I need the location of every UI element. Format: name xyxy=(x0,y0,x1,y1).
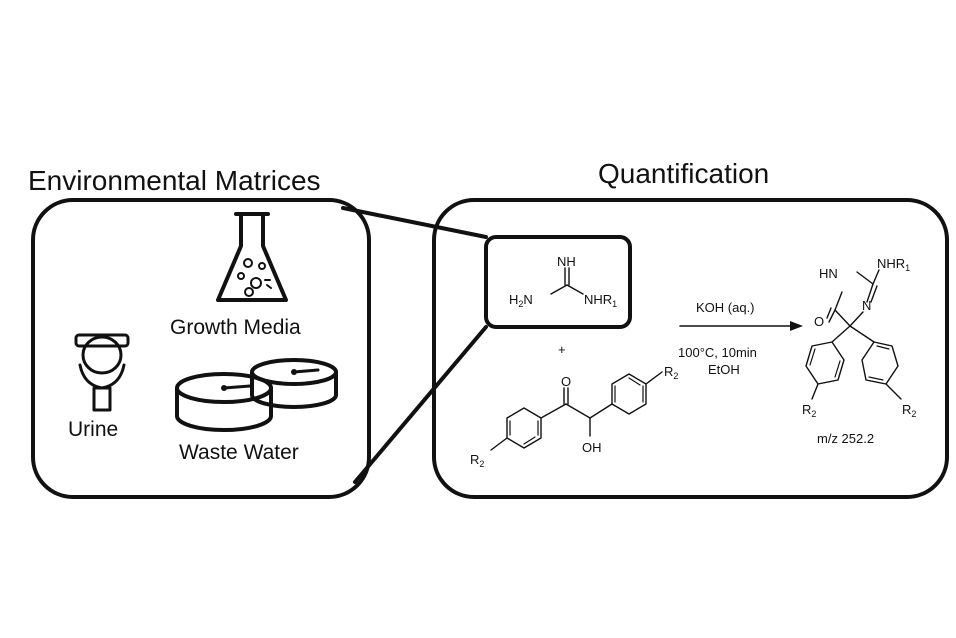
guanidine-box xyxy=(484,235,632,329)
growth-media-label: Growth Media xyxy=(170,316,301,339)
toilet-icon xyxy=(74,333,130,412)
environmental-matrices-panel xyxy=(31,198,371,499)
benzoin-carbonyl-oxygen: O xyxy=(561,374,571,389)
imidazolone-product-structure xyxy=(805,269,902,400)
waste-water-tanks-icon xyxy=(175,358,338,432)
urine-label: Urine xyxy=(68,418,118,441)
zoom-connector-top xyxy=(341,206,488,239)
reaction-temperature-time-label: 100°C, 10min xyxy=(678,345,757,360)
product-r2-right-label: R2 xyxy=(902,402,916,419)
benzoin-r2-right-label: R2 xyxy=(664,364,678,381)
erlenmeyer-flask-icon xyxy=(216,212,288,302)
reaction-arrow xyxy=(679,321,803,331)
environmental-matrices-title: Environmental Matrices xyxy=(28,165,321,196)
benzoin-hydroxyl-label: OH xyxy=(582,440,602,455)
product-r2-left-label: R2 xyxy=(802,402,816,419)
product-nhr1-label: NHR1 xyxy=(877,256,910,273)
quantification-panel xyxy=(432,198,949,499)
guanidine-amine-left-label: H2N xyxy=(509,292,533,309)
product-hn-label: HN xyxy=(819,266,838,281)
benzoin-structure xyxy=(490,371,663,451)
guanidine-structure xyxy=(550,267,584,295)
reaction-solvent-label: EtOH xyxy=(708,362,740,377)
guanidine-imine-label: NH xyxy=(557,254,576,269)
reaction-reagent-label: KOH (aq.) xyxy=(696,300,755,315)
quantification-title: Quantification xyxy=(598,158,769,189)
product-mass-label: m/z 252.2 xyxy=(817,431,874,446)
waste-water-label: Waste Water xyxy=(179,441,299,464)
zoom-connector-bottom xyxy=(353,325,488,484)
product-carbonyl-oxygen: O xyxy=(814,314,824,329)
guanidine-amine-right-label: NHR1 xyxy=(584,292,617,309)
plus-sign: + xyxy=(558,342,566,357)
benzoin-r2-left-label: R2 xyxy=(470,452,484,469)
product-ring-nitrogen: N xyxy=(862,298,871,313)
